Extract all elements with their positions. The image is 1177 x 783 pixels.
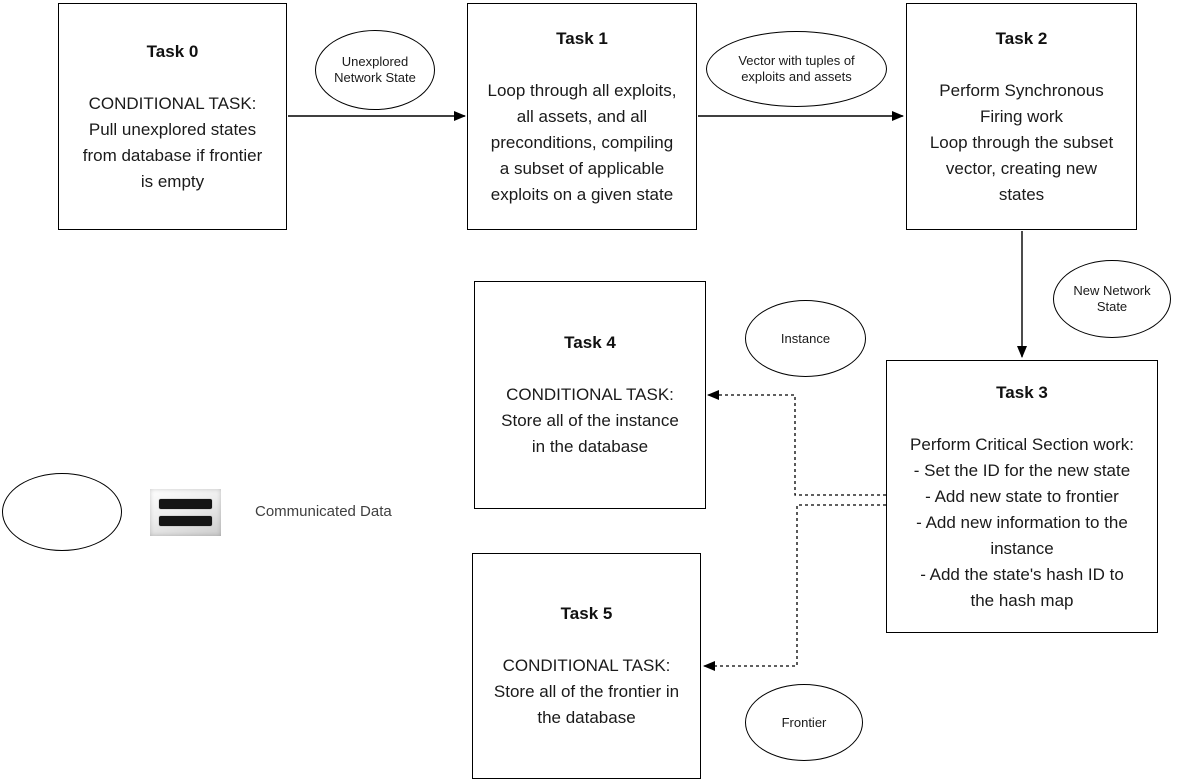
legend-label: Communicated Data	[255, 503, 392, 520]
equals-top-bar	[159, 499, 212, 509]
data-ellipse-new-network-state: New Network State	[1053, 260, 1171, 338]
task4-box: Task 4 CONDITIONAL TASK: Store all of th…	[474, 281, 706, 509]
task1-title: Task 1	[556, 28, 608, 48]
task1-box: Task 1 Loop through all exploits, all as…	[467, 3, 697, 230]
dashed-arrow-task3-to-task4	[707, 390, 886, 496]
task2-body: Perform Synchronous Firing work Loop thr…	[929, 80, 1114, 204]
task3-title: Task 3	[996, 382, 1048, 402]
dashed-arrow-task3-to-task5	[703, 504, 886, 671]
data-ellipse-unexplored-network-state: Unexplored Network State	[315, 30, 435, 110]
task3-body: Perform Critical Section work: - Set the…	[910, 434, 1134, 610]
task3-box: Task 3 Perform Critical Section work: - …	[886, 360, 1158, 633]
task5-title: Task 5	[560, 604, 613, 623]
task0-title: Task 0	[146, 41, 199, 61]
task0-box: Task 0 CONDITIONAL TASK: Pull unexplored…	[58, 3, 287, 230]
task2-box: Task 2 Perform Synchronous Firing work L…	[906, 3, 1137, 230]
task5-body: CONDITIONAL TASK: Store all of the front…	[493, 656, 680, 727]
data-ellipse-instance: Instance	[745, 300, 866, 377]
task4-body: CONDITIONAL TASK: Store all of the insta…	[501, 385, 679, 456]
legend-ellipse	[2, 473, 122, 551]
equals-icon	[150, 489, 221, 536]
task5-box: Task 5 CONDITIONAL TASK: Store all of th…	[472, 553, 701, 779]
data-ellipse-frontier: Frontier	[745, 684, 863, 761]
equals-bottom-bar	[159, 516, 212, 526]
task2-title: Task 2	[995, 28, 1048, 48]
task0-body: CONDITIONAL TASK: Pull unexplored states…	[82, 93, 263, 191]
task4-title: Task 4	[564, 333, 616, 352]
data-ellipse-vector-tuples: Vector with tuples of exploits and asset…	[706, 31, 887, 107]
task1-body: Loop through all exploits, all assets, a…	[487, 80, 677, 204]
